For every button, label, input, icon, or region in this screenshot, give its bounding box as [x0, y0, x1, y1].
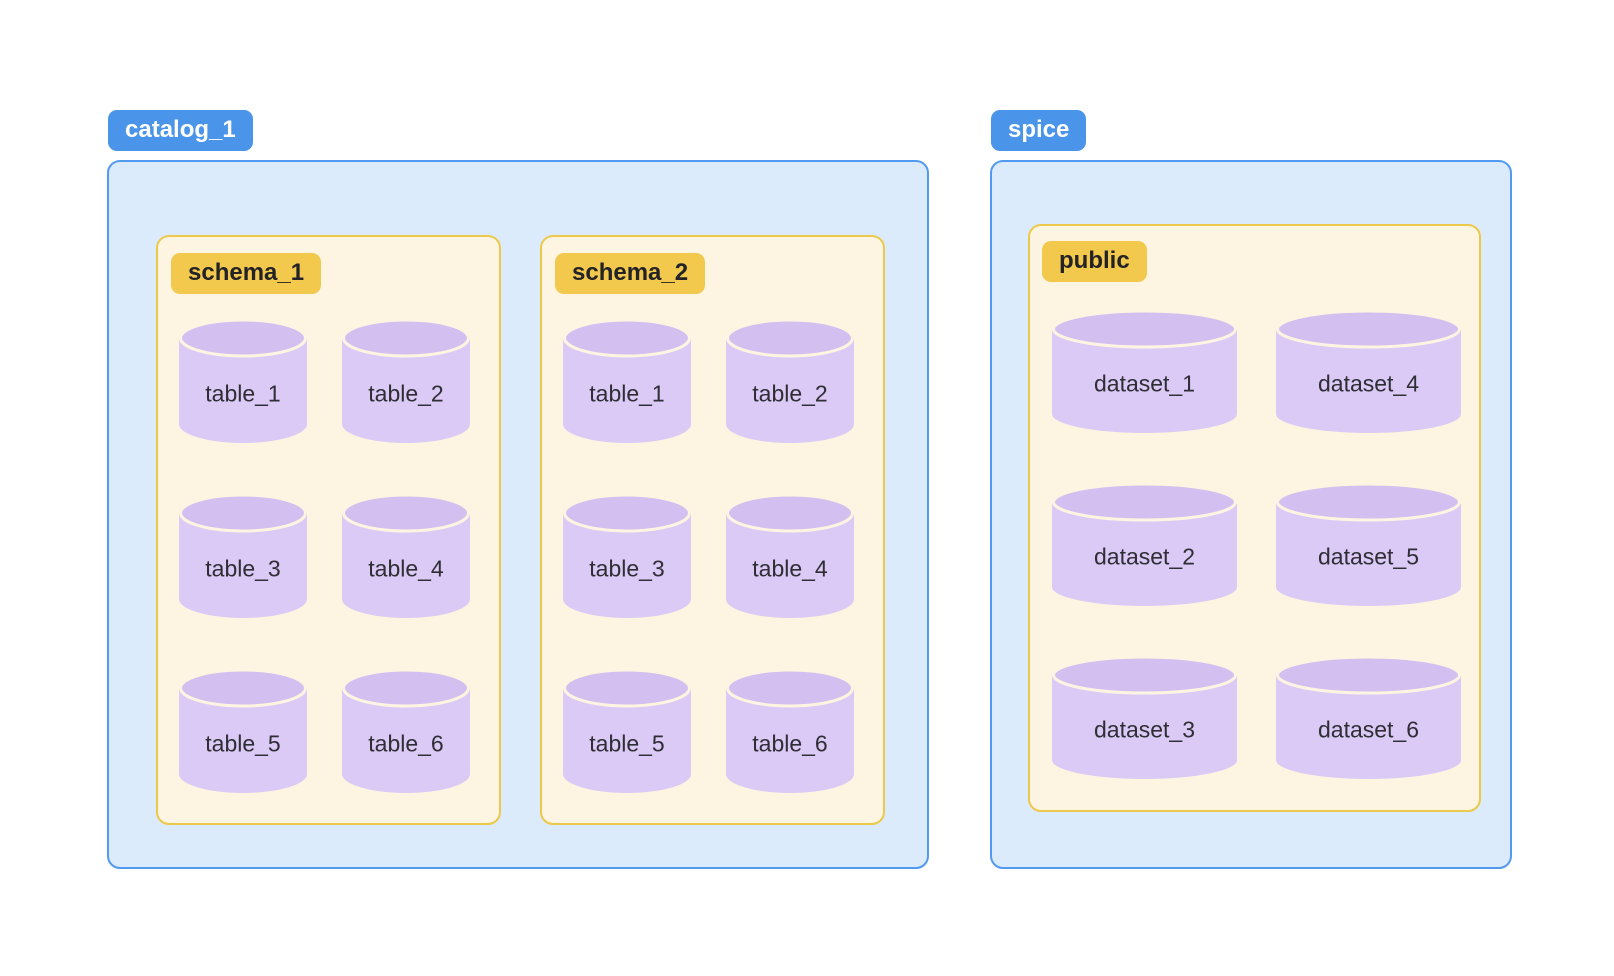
public-box: public dataset_1 — [1028, 224, 1481, 812]
database-icon — [179, 668, 307, 793]
table-label: table_3 — [589, 555, 665, 582]
database-icon — [179, 318, 307, 443]
table-label: table_2 — [752, 380, 828, 407]
dataset-label: dataset_6 — [1317, 716, 1420, 743]
schema-1-box: schema_1 table_1 table_2 — [156, 235, 501, 825]
table-label: table_5 — [589, 730, 665, 757]
table-label: table_4 — [368, 555, 444, 582]
database-icon — [563, 668, 691, 793]
database-icon — [1052, 309, 1237, 433]
dataset-label: dataset_1 — [1093, 370, 1196, 397]
table-label: table_5 — [205, 730, 281, 757]
dataset-label: dataset_2 — [1093, 543, 1196, 570]
table-label: table_1 — [205, 380, 281, 407]
table-label: table_6 — [752, 730, 828, 757]
dataset-cylinder: dataset_1 — [1052, 309, 1237, 434]
database-icon — [563, 318, 691, 443]
spice-badge: spice — [991, 110, 1087, 151]
database-icon — [726, 668, 854, 793]
table-cylinder: table_2 — [726, 318, 854, 444]
dataset-label: dataset_4 — [1317, 370, 1420, 397]
dataset-label: dataset_5 — [1317, 543, 1420, 570]
table-cylinder: table_5 — [563, 668, 691, 794]
database-icon — [563, 493, 691, 618]
dataset-cylinder: dataset_2 — [1052, 482, 1237, 607]
dataset-cylinder: dataset_4 — [1276, 309, 1461, 434]
table-label: table_6 — [368, 730, 444, 757]
database-icon — [1276, 309, 1461, 433]
catalog-1-container: schema_1 table_1 table_2 — [107, 160, 929, 869]
catalog-1-badge: catalog_1 — [108, 110, 253, 151]
database-icon — [342, 493, 470, 618]
table-label: table_4 — [752, 555, 828, 582]
schema-2-box: schema_2 table_1 table_2 — [540, 235, 885, 825]
dataset-cylinder: dataset_3 — [1052, 655, 1237, 780]
table-cylinder: table_6 — [342, 668, 470, 794]
table-label: table_3 — [205, 555, 281, 582]
dataset-cylinder: dataset_5 — [1276, 482, 1461, 607]
table-cylinder: table_1 — [563, 318, 691, 444]
schema-1-badge: schema_1 — [171, 253, 322, 294]
database-icon — [726, 493, 854, 618]
spice-container: public dataset_1 — [990, 160, 1512, 869]
schema-1-table-grid: table_1 table_2 table_ — [179, 318, 470, 794]
table-cylinder: table_4 — [342, 493, 470, 619]
database-icon — [1052, 482, 1237, 606]
schema-2-table-grid: table_1 table_2 table_ — [563, 318, 854, 794]
table-cylinder: table_5 — [179, 668, 307, 794]
table-cylinder: table_1 — [179, 318, 307, 444]
table-cylinder: table_2 — [342, 318, 470, 444]
table-label: table_1 — [589, 380, 665, 407]
public-badge: public — [1042, 241, 1147, 282]
database-icon — [1276, 655, 1461, 779]
dataset-label: dataset_3 — [1093, 716, 1196, 743]
database-icon — [342, 318, 470, 443]
dataset-cylinder: dataset_6 — [1276, 655, 1461, 780]
table-cylinder: table_3 — [179, 493, 307, 619]
public-dataset-grid: dataset_1 dataset_4 da — [1052, 309, 1461, 780]
database-icon — [342, 668, 470, 793]
table-cylinder: table_4 — [726, 493, 854, 619]
schema-2-badge: schema_2 — [555, 253, 706, 294]
table-cylinder: table_6 — [726, 668, 854, 794]
database-icon — [1276, 482, 1461, 606]
database-icon — [179, 493, 307, 618]
database-icon — [1052, 655, 1237, 779]
table-label: table_2 — [368, 380, 444, 407]
database-icon — [726, 318, 854, 443]
table-cylinder: table_3 — [563, 493, 691, 619]
